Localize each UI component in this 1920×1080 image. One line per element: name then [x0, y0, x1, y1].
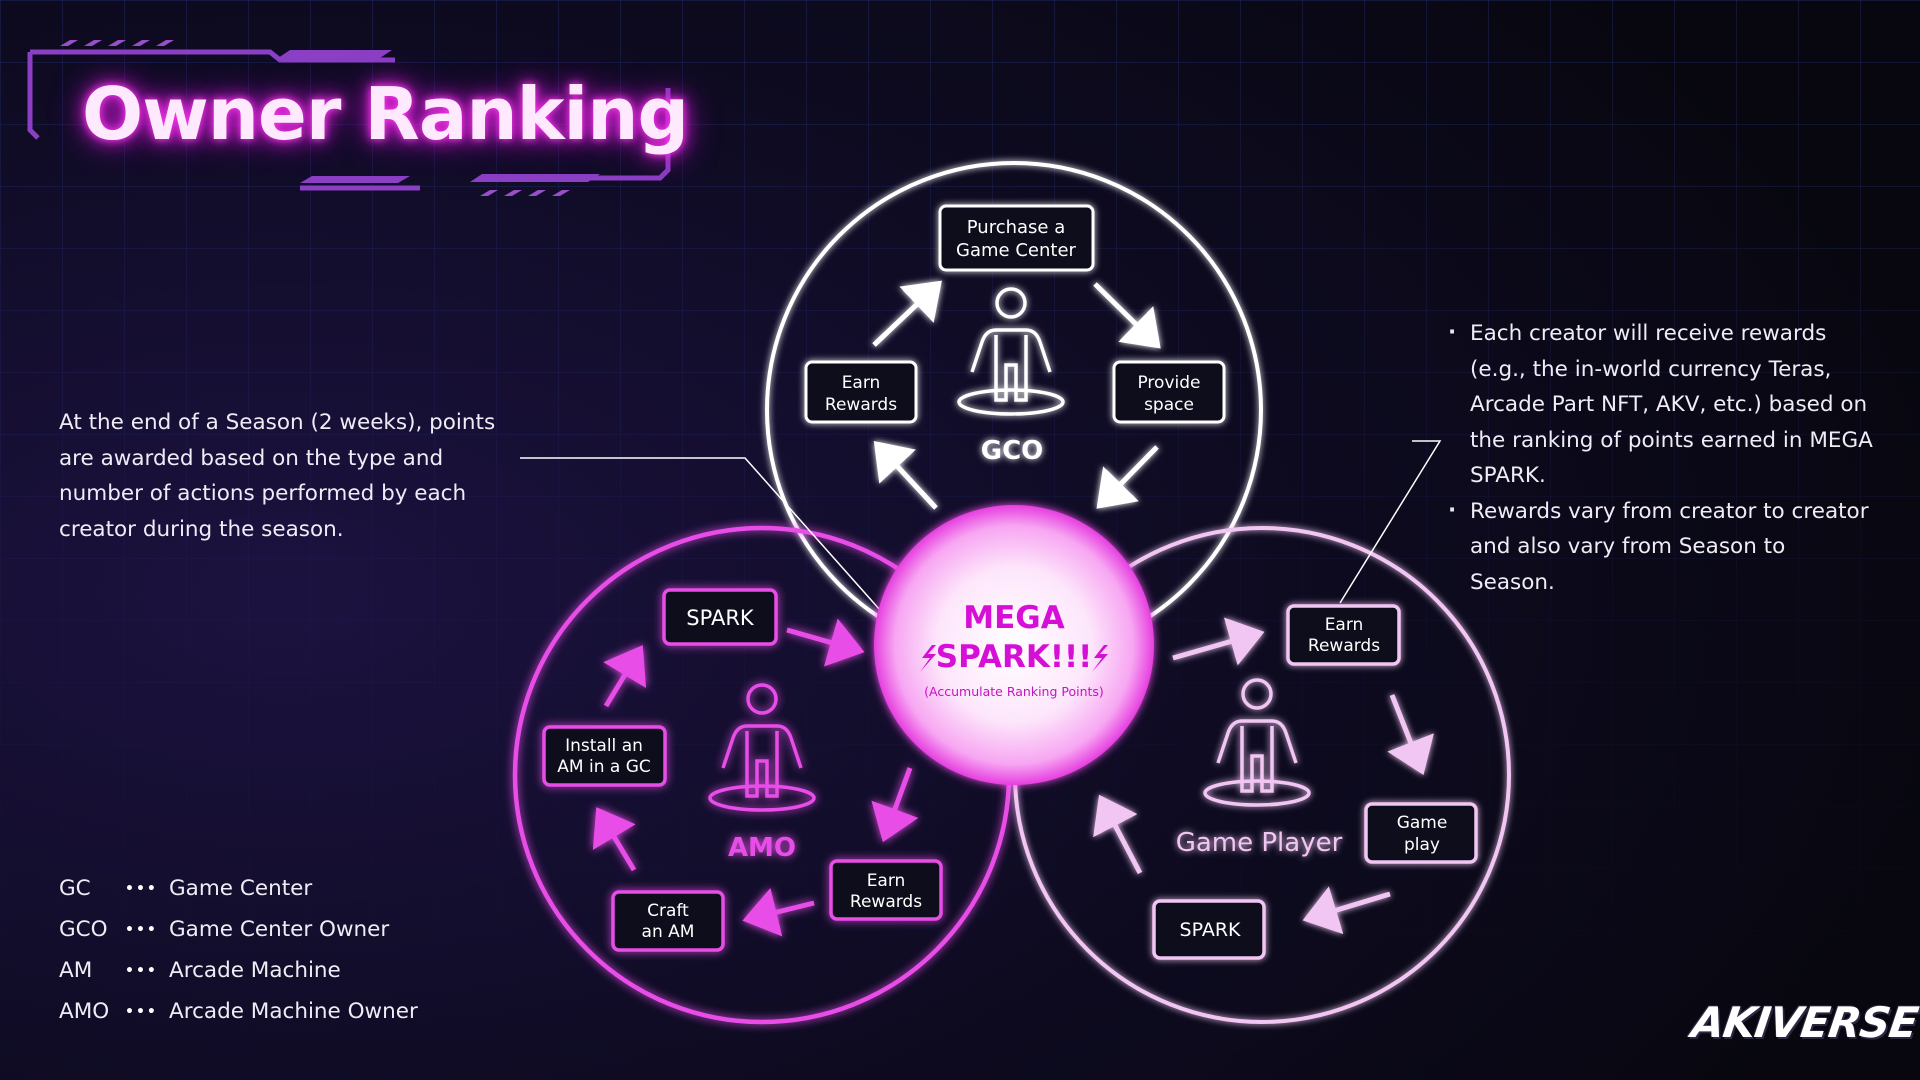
amo-arrows [592, 618, 919, 937]
right-connector-line [1339, 440, 1442, 604]
gco-earn-label-1: Earn [842, 373, 881, 393]
legend-row: GCO ••• Game Center Owner [59, 909, 418, 950]
legend-meaning: Game Center [169, 876, 313, 901]
legend-row: AMO ••• Arcade Machine Owner [59, 991, 418, 1032]
amo-spark-box [662, 588, 778, 646]
gco-earn-box [804, 360, 918, 424]
legend-dots: ••• [125, 880, 158, 897]
legend-abbr: GCO [59, 917, 108, 942]
gco-earn-label-2: Rewards [825, 395, 897, 415]
bullet-item: Rewards vary from creator to creator and… [1446, 493, 1876, 601]
left-connector-line [520, 457, 881, 611]
amo-label: AMO [728, 833, 796, 863]
gco-arrows [872, 280, 1161, 510]
season-description: At the end of a Season (2 weeks), points… [59, 410, 496, 542]
lightning-right-icon [1092, 645, 1108, 672]
gco-purchase-label-2: Game Center [956, 240, 1076, 261]
amo-spark-label: SPARK [686, 606, 755, 630]
lightning-left-icon [920, 645, 936, 672]
legend-abbr: AM [59, 958, 93, 983]
player-label: Game Player [1176, 828, 1343, 858]
player-spark-box [1152, 899, 1266, 960]
player-gameplay-label-1: Game [1397, 813, 1448, 833]
amo-craft-box [611, 890, 725, 952]
gco-purchase-box [938, 204, 1095, 272]
player-earn-box [1286, 604, 1401, 666]
player-person-icon [1203, 678, 1311, 807]
amo-group: SPARK Install an AM in a GC Craft an AM … [542, 588, 943, 952]
gco-provide-box [1112, 360, 1226, 424]
legend-abbr: GC [59, 876, 91, 901]
amo-craft-label-1: Craft [647, 901, 689, 921]
player-gameplay-label-2: play [1404, 835, 1440, 855]
amo-install-label-1: Install an [565, 736, 643, 756]
amo-earn-label-2: Rewards [850, 892, 922, 912]
mega-spark-subtitle: (Accumulate Ranking Points) [924, 684, 1104, 699]
player-gameplay-box [1364, 802, 1478, 864]
mega-spark-line1: MEGA [963, 600, 1064, 636]
rewards-bullets: Each creator will receive rewards (e.g.,… [1446, 315, 1876, 601]
player-earn-label-1: Earn [1325, 615, 1364, 635]
player-arrows [1093, 617, 1434, 935]
legend-dots: ••• [125, 921, 158, 938]
abbreviation-legend: GC ••• Game Center GCO ••• Game Center O… [59, 868, 418, 1032]
gco-provide-label-1: Provide [1137, 373, 1200, 393]
amo-earn-label-1: Earn [867, 871, 906, 891]
mega-spark-line2: SPARK!!! [936, 639, 1093, 675]
player-earn-label-2: Rewards [1308, 636, 1380, 656]
player-spark-label: SPARK [1180, 919, 1242, 941]
gco-label: GCO [981, 436, 1044, 466]
amo-install-box [542, 725, 667, 787]
player-group: Earn Rewards Game play SPARK Game Player [1093, 604, 1478, 960]
amo-craft-label-2: an AM [642, 922, 695, 942]
akiverse-logo: AKIVERSE [1688, 998, 1920, 1047]
mega-spark-circle [874, 505, 1154, 785]
amo-install-label-2: AM in a GC [557, 757, 650, 777]
gco-purchase-label-1: Purchase a [967, 217, 1066, 238]
gco-provide-label-2: space [1144, 395, 1194, 415]
amo-earn-box [829, 859, 943, 921]
legend-dots: ••• [125, 962, 158, 979]
bullet-item: Each creator will receive rewards (e.g.,… [1446, 315, 1876, 494]
legend-meaning: Arcade Machine Owner [169, 999, 418, 1024]
legend-row: GC ••• Game Center [59, 868, 418, 909]
legend-meaning: Game Center Owner [169, 917, 390, 942]
page-title: Owner Ranking [82, 72, 689, 156]
legend-meaning: Arcade Machine [169, 958, 341, 983]
legend-row: AM ••• Arcade Machine [59, 950, 418, 991]
amo-person-icon [708, 683, 816, 812]
legend-dots: ••• [125, 1003, 158, 1020]
gco-person-icon [957, 287, 1065, 416]
gco-group: Purchase a Game Center Earn Rewards Prov… [804, 204, 1226, 510]
legend-abbr: AMO [59, 999, 110, 1024]
